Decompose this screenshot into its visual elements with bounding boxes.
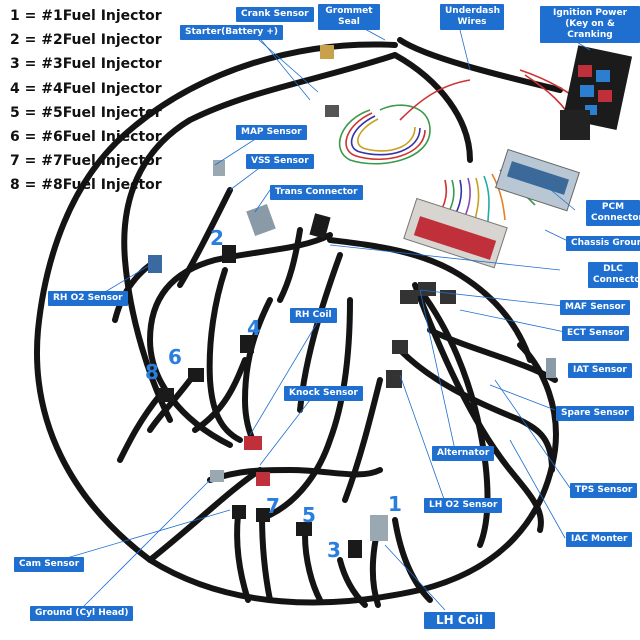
- legend-item: 2 = #2Fuel Injector: [10, 32, 162, 49]
- legend-item: 3 = #3Fuel Injector: [10, 56, 162, 73]
- label-maf-sensor: MAF Sensor: [560, 300, 631, 315]
- label-lh-o2-sensor: LH O2 Sensor: [424, 498, 503, 513]
- label-trans-connector: Trans Connector: [270, 185, 363, 200]
- label-starter: Starter(Battery +): [180, 25, 283, 40]
- legend-item: 7 = #7Fuel Injector: [10, 153, 162, 170]
- fuse-block-shape: [560, 45, 633, 140]
- label-ect-sensor: ECT Sensor: [562, 326, 629, 341]
- label-map-sensor: MAP Sensor: [236, 125, 307, 140]
- label-spare-sensor: Spare Sensor: [556, 406, 634, 421]
- pcm-connector-shapes: [403, 148, 580, 269]
- injector-number-8: 8: [145, 360, 159, 384]
- label-rh-o2-sensor: RH O2 Sensor: [48, 291, 128, 306]
- label-iac-monter: IAC Monter: [566, 532, 633, 547]
- legend-item: 5 = #5Fuel Injector: [10, 104, 162, 121]
- injector-number-3: 3: [327, 538, 341, 562]
- label-dlc-connector: DLC Connector: [588, 262, 640, 288]
- injector-number-2: 2: [210, 226, 224, 250]
- legend-item: 8 = #8Fuel Injector: [10, 177, 162, 194]
- legend-item: 4 = #4Fuel Injector: [10, 80, 162, 97]
- label-crank-sensor: Crank Sensor: [236, 7, 314, 22]
- label-pcm-connectors: PCM Connectors: [586, 200, 640, 226]
- label-tps-sensor: TPS Sensor: [570, 483, 638, 498]
- label-cam-sensor: Cam Sensor: [14, 557, 85, 572]
- injector-number-4: 4: [247, 316, 261, 340]
- label-knock-sensor: Knock Sensor: [284, 386, 363, 401]
- label-grommet-seal: Grommet Seal: [318, 4, 380, 30]
- label-underdash-wires: Underdash Wires: [440, 4, 504, 30]
- legend-item: 6 = #6Fuel Injector: [10, 129, 162, 146]
- label-vss-sensor: VSS Sensor: [246, 154, 314, 169]
- fuel-injector-legend: 1 = #1Fuel Injector 2 = #2Fuel Injector …: [10, 4, 162, 198]
- label-ignition-power: Ignition Power (Key on & Cranking: [540, 6, 640, 43]
- injector-number-7: 7: [266, 494, 280, 518]
- label-lh-coil: LH Coil: [424, 612, 496, 629]
- injector-number-5: 5: [302, 503, 316, 527]
- label-chassis-ground: Chassis Ground: [566, 236, 640, 251]
- label-alternator: Alternator: [432, 446, 495, 461]
- injector-number-1: 1: [388, 492, 402, 516]
- label-ground-cyl-head: Ground (Cyl Head): [30, 606, 134, 621]
- injector-number-6: 6: [168, 345, 182, 369]
- legend-item: 1 = #1Fuel Injector: [10, 8, 162, 24]
- label-rh-coil: RH Coil: [290, 308, 337, 323]
- label-iat-sensor: IAT Sensor: [568, 363, 632, 378]
